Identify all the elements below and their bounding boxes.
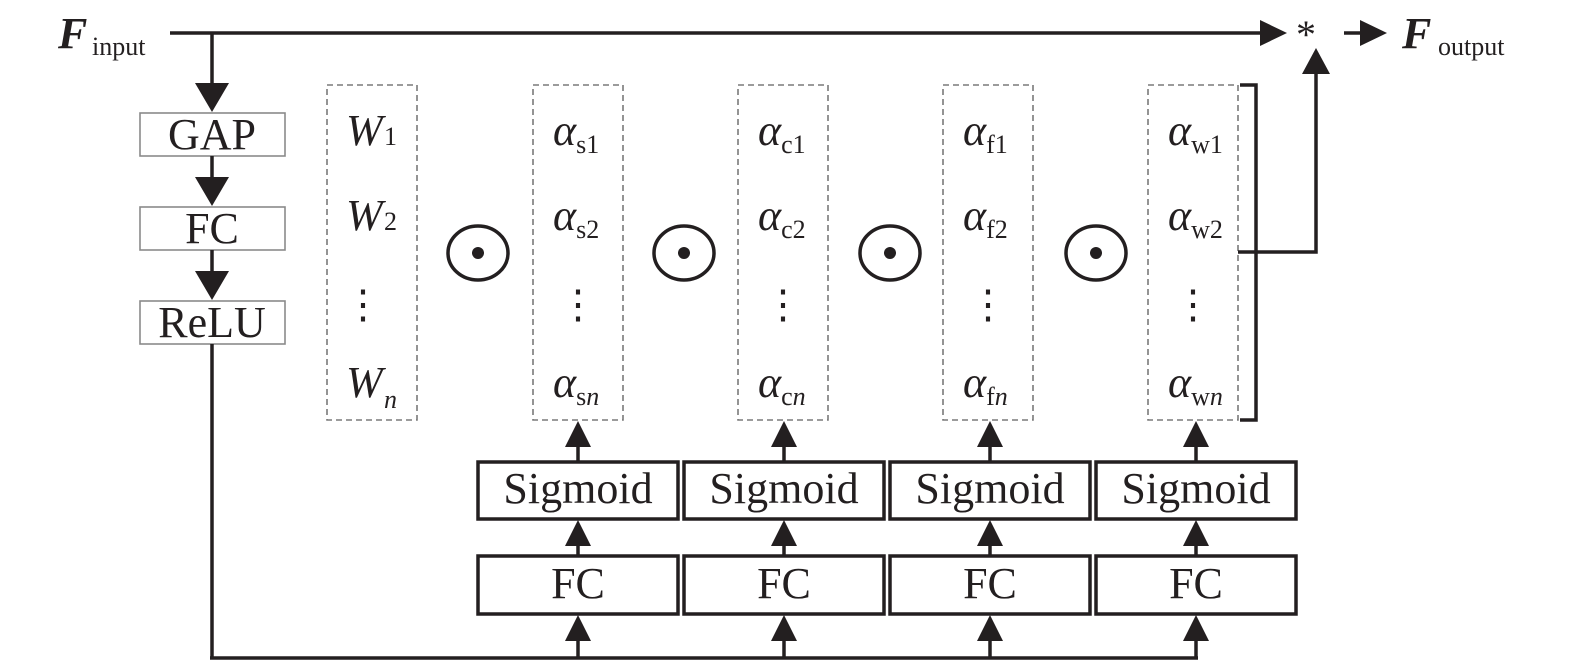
input-subscript: input (92, 32, 146, 61)
fusion-to-multiply-line (1238, 72, 1318, 254)
hadamard-operator (652, 224, 716, 282)
attention-weight-c1: αc1 (758, 106, 806, 159)
weight-subscript: 1 (384, 122, 397, 151)
output-label: F output (1401, 9, 1505, 61)
fc-box-s (476, 554, 680, 616)
weight-ellipsis: ⋮ (343, 282, 383, 327)
attention-column-s (532, 84, 624, 421)
input-label: F input (57, 9, 146, 61)
sigmoid-box-f (888, 460, 1092, 521)
sigmoid-arrow-head (565, 520, 591, 546)
fusion-arrow-head (1302, 48, 1330, 74)
output-symbol: F (1401, 9, 1431, 58)
multiply-operator: * (1296, 12, 1316, 57)
fc-label: FC (963, 559, 1017, 608)
column-arrow-head (1183, 421, 1209, 447)
attention-ellipsis: ⋮ (968, 282, 1008, 327)
weights-column (326, 84, 418, 421)
attention-weight-s2: αs2 (553, 191, 599, 244)
attention-weight-sn: αsn (553, 358, 599, 411)
sigmoid-arrow-head (771, 520, 797, 546)
fc-label: FC (757, 559, 811, 608)
fc-box-f (888, 554, 1092, 616)
input-symbol: F (57, 9, 87, 58)
fc-label: FC (185, 204, 239, 253)
fc-box-c (682, 554, 886, 616)
attention-column-f (942, 84, 1034, 421)
hadamard-operator (1064, 224, 1128, 282)
weight-symbol: W (346, 358, 386, 407)
attention-weight-fn: αfn (963, 358, 1008, 411)
sigmoid-box-w (1094, 460, 1298, 521)
attention-weight-f1: αf1 (963, 106, 1008, 159)
weight-w1: W 1 (346, 106, 397, 155)
column-arrow-head (771, 421, 797, 447)
attention-ellipsis: ⋮ (558, 282, 598, 327)
sigmoid-arrow-head (977, 520, 1003, 546)
attention-weight-c2: αc2 (758, 191, 806, 244)
fc-arrow-head (195, 177, 229, 206)
relu-label: ReLU (158, 298, 266, 347)
weight-symbol: W (346, 106, 386, 155)
hadamard-operator (446, 224, 510, 282)
weight-subscript: 2 (384, 207, 397, 236)
weight-wn: W n (346, 358, 397, 414)
attention-weight-wn: αwn (1168, 358, 1223, 411)
attention-weight-w1: αw1 (1168, 106, 1223, 159)
weight-symbol: W (346, 191, 386, 240)
attention-column-c (737, 84, 829, 421)
sigmoid-label: Sigmoid (503, 464, 652, 513)
sigmoid-box-c (682, 460, 886, 521)
column-arrow-head (977, 421, 1003, 447)
fc-label: FC (1169, 559, 1223, 608)
sigmoid-box-s (476, 460, 680, 521)
attention-weight-cn: αcn (758, 358, 806, 411)
attention-column-w (1147, 84, 1239, 421)
fc-arrow-head (771, 615, 797, 641)
attention-weight-f2: αf2 (963, 191, 1008, 244)
gap-arrow-head (195, 83, 229, 112)
weight-subscript: n (384, 385, 397, 414)
fc-arrow-head (1183, 615, 1209, 641)
output-subscript: output (1438, 32, 1505, 61)
fc-box-w (1094, 554, 1298, 616)
gap-label: GAP (168, 110, 256, 159)
gap-box (139, 112, 286, 157)
attention-ellipsis: ⋮ (1173, 282, 1213, 327)
fc-label: FC (551, 559, 605, 608)
relu-arrow-head (195, 271, 229, 300)
fc-arrow-head (977, 615, 1003, 641)
attention-weight-s1: αs1 (553, 106, 599, 159)
hadamard-operator (858, 224, 922, 282)
column-arrow-head (565, 421, 591, 447)
fc-arrow-head (565, 615, 591, 641)
attention-weight-w2: αw2 (1168, 191, 1223, 244)
output-arrow-head (1360, 20, 1387, 46)
sigmoid-arrow-head (1183, 520, 1209, 546)
sigmoid-label: Sigmoid (709, 464, 858, 513)
weight-w2: W 2 (346, 191, 397, 240)
skip-arrow-head (1260, 20, 1287, 46)
sigmoid-label: Sigmoid (1121, 464, 1270, 513)
relu-box (139, 300, 286, 345)
attention-ellipsis: ⋮ (763, 282, 803, 327)
sigmoid-label: Sigmoid (915, 464, 1064, 513)
